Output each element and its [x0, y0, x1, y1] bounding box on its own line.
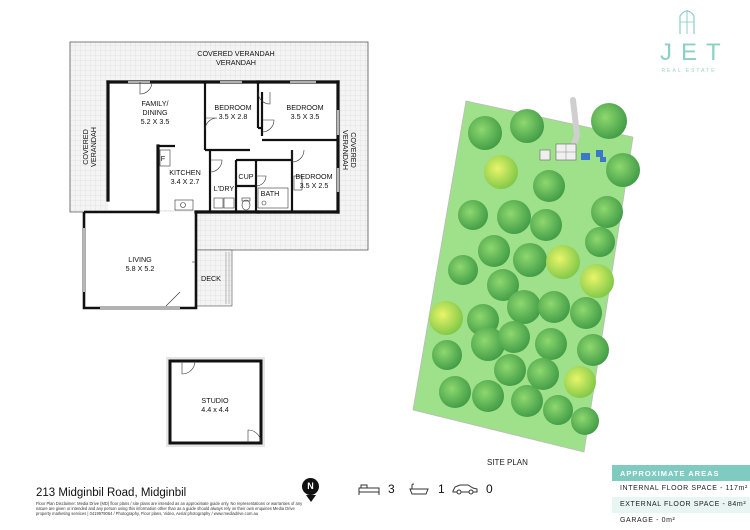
bedroom2-label: BEDROOM	[286, 103, 323, 112]
floor-plan-disclaimer: Floor Plan Disclaimer: Media Drive (MD) …	[36, 501, 303, 517]
verandah-right-label: COVERED	[349, 132, 358, 168]
family-dining-size: 5.2 X 3.5	[141, 117, 170, 126]
brand-logo: JET REAL ESTATE	[652, 6, 722, 74]
site-plan: SITE PLAN	[412, 97, 640, 467]
verandah-left-label-2: VERANDAH	[89, 127, 98, 167]
living-size: 5.8 X 5.2	[126, 264, 155, 273]
areas-heading: APPROXIMATE AREAS	[612, 465, 750, 481]
jet-logo-icon	[679, 10, 695, 34]
internal-floor-space: INTERNAL FLOOR SPACE - 117m²	[620, 485, 748, 492]
bath-icon	[409, 483, 429, 494]
site-plan-label: SITE PLAN	[487, 458, 528, 467]
deck-label: DECK	[201, 274, 221, 283]
house-interior	[108, 82, 338, 210]
approximate-areas-panel: APPROXIMATE AREAS INTERNAL FLOOR SPACE -…	[612, 465, 750, 530]
site-buildings	[539, 143, 606, 162]
studio-label: STUDIO	[201, 396, 229, 405]
bathrooms-feature: 1	[408, 482, 445, 496]
north-arrow-icon: N	[302, 478, 319, 495]
bedroom3-label: BEDROOM	[295, 172, 332, 181]
kitchen-size: 3.4 X 2.7	[171, 177, 200, 186]
studio: STUDIO 4.4 x 4.4	[166, 357, 265, 447]
floor-plan	[69, 41, 369, 310]
laundry-label: L'DRY	[214, 184, 235, 193]
bedroom-count: 3	[388, 482, 395, 496]
site-trees	[429, 103, 640, 435]
verandah-top-label: COVERED VERANDAH	[197, 49, 274, 58]
bath-label: BATH	[261, 189, 280, 198]
bedrooms-feature: 3	[358, 482, 395, 496]
bedroom3-size: 3.5 X 2.5	[300, 181, 329, 190]
car-space-count: 0	[486, 482, 493, 496]
bedroom1-label: BEDROOM	[214, 103, 251, 112]
bed-icon	[358, 484, 380, 495]
cupboard-label: CUP	[238, 172, 253, 181]
floor-plan-labels: COVERED VERANDAH VERANDAH FAMILY/ DINING…	[81, 49, 358, 283]
bedroom2-size: 3.5 X 3.5	[291, 112, 320, 121]
external-floor-space: EXTERNAL FLOOR SPACE - 84m²	[612, 497, 750, 513]
property-address: 213 Midginbil Road, Midginbil	[36, 487, 187, 499]
car-spaces-feature: 0	[452, 482, 493, 496]
family-dining-label: FAMILY/	[141, 99, 168, 108]
garage-space: GARAGE - 0m²	[620, 517, 676, 524]
kitchen-label: KITCHEN	[169, 168, 201, 177]
verandah-left-label: COVERED	[81, 129, 90, 165]
north-arrow-pointer	[306, 495, 316, 502]
verandah-top-label-2: VERANDAH	[216, 58, 256, 67]
living-room-floor	[84, 212, 196, 308]
bedroom1-size: 3.5 X 2.8	[219, 112, 248, 121]
brand-tagline: REAL ESTATE	[661, 68, 717, 74]
studio-size: 4.4 x 4.4	[201, 405, 229, 414]
car-icon	[452, 484, 478, 495]
verandah-right-label-2: VERANDAH	[341, 130, 350, 170]
fridge-label: F	[161, 154, 166, 163]
bathroom-count: 1	[438, 482, 445, 496]
family-dining-label-2: DINING	[142, 108, 168, 117]
living-label: LIVING	[128, 255, 152, 264]
brand-name: JET	[660, 39, 730, 66]
